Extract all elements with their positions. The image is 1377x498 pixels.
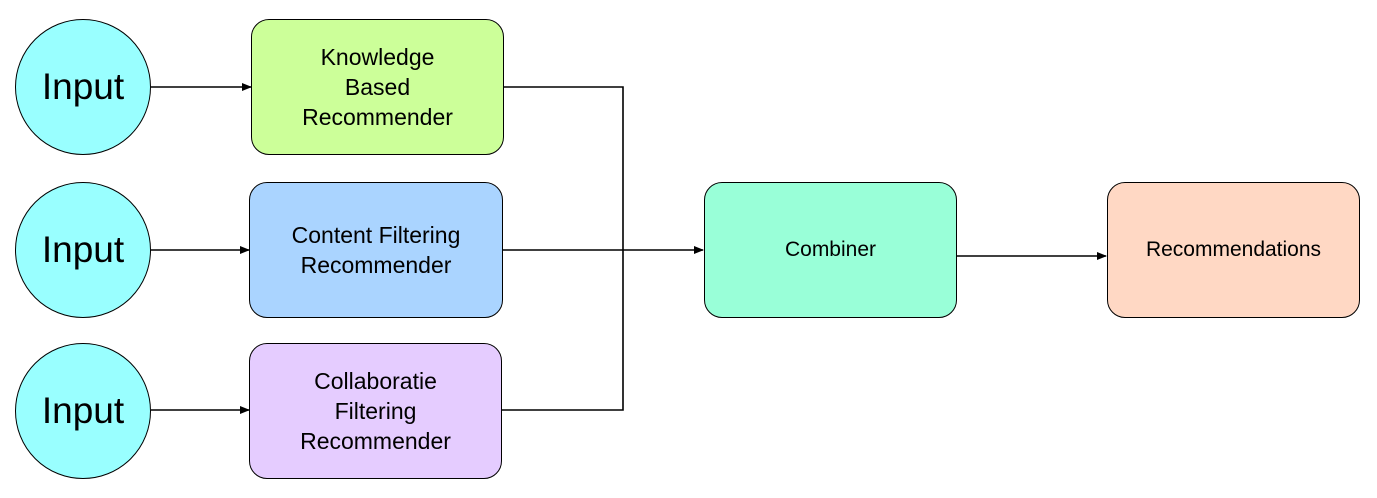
input-node-1: Input xyxy=(15,19,151,155)
content-filtering-recommender-label: Content Filtering Recommender xyxy=(291,222,461,278)
knowledge-based-recommender-box: Knowledge Based Recommender xyxy=(251,19,504,155)
collaborative-filtering-recommender-box: Collaboratie Filtering Recommender xyxy=(249,343,502,479)
knowledge-based-recommender-label: Knowledge Based Recommender xyxy=(302,44,453,130)
input-node-2-label: Input xyxy=(41,229,125,270)
combiner-box: Combiner xyxy=(704,182,957,318)
recommendations-label: Recommendations xyxy=(1145,238,1322,261)
collaborative-filtering-recommender-label: Collaboratie Filtering Recommender xyxy=(300,368,451,454)
edge-knowledge-based-to-combiner xyxy=(503,86,624,250)
input-node-2: Input xyxy=(15,182,151,318)
input-node-1-label: Input xyxy=(41,66,125,107)
recommendations-box: Recommendations xyxy=(1107,182,1360,318)
edge-collaborative-filtering-to-combiner xyxy=(502,250,624,411)
content-filtering-recommender-box: Content Filtering Recommender xyxy=(249,182,503,318)
input-node-3-label: Input xyxy=(41,390,125,431)
input-node-3: Input xyxy=(15,343,151,479)
combiner-label: Combiner xyxy=(784,238,877,261)
